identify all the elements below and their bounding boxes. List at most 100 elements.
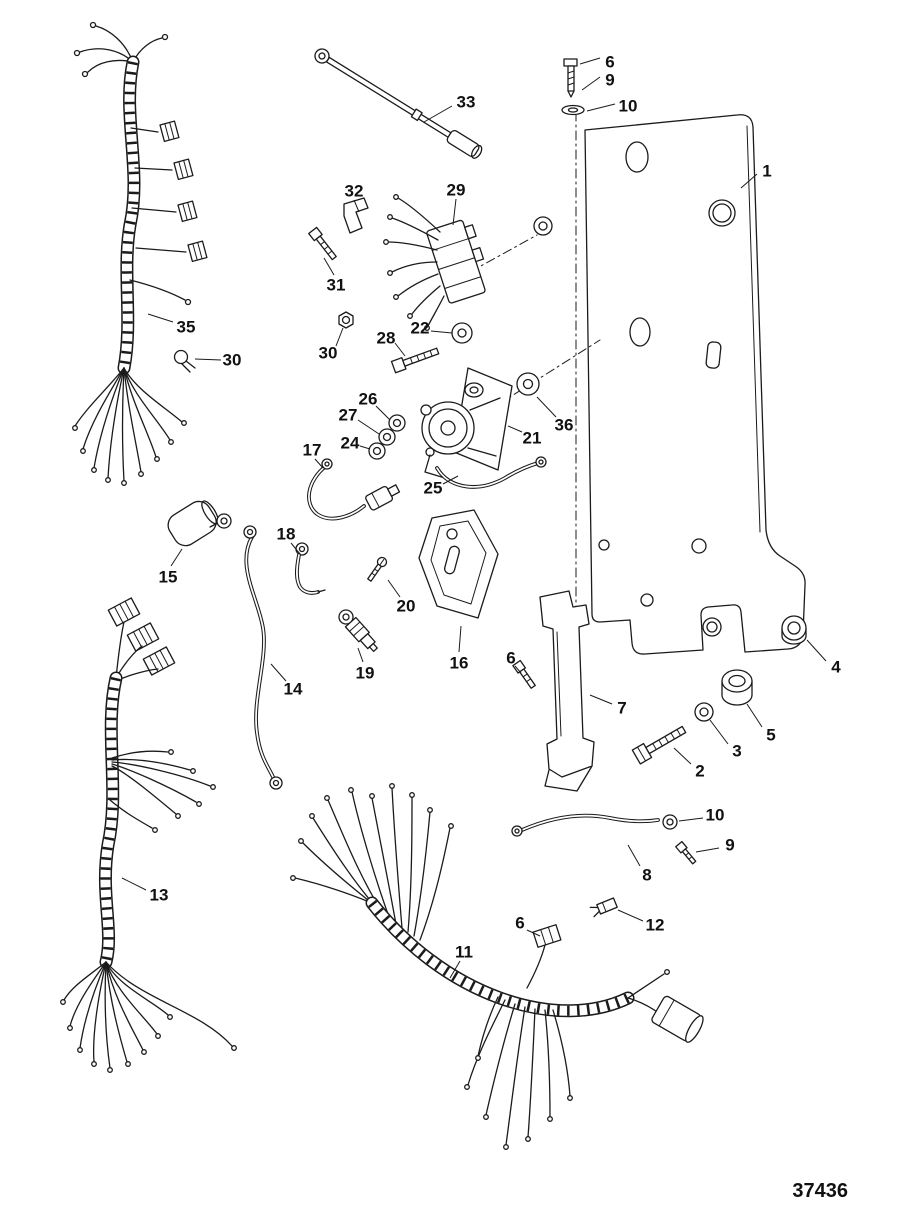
part-8-wire	[511, 813, 660, 837]
leader-line-9	[581, 76, 601, 91]
callout-label-18: 18	[277, 525, 296, 544]
leader-line-35	[147, 313, 174, 323]
callout-label-32: 32	[345, 182, 364, 201]
part-19-connector	[338, 609, 378, 653]
callout-label-5: 5	[766, 726, 775, 745]
part-35-harness	[72, 21, 208, 486]
part-1-mounting-plate	[449, 111, 806, 669]
callout-label-9: 9	[605, 71, 614, 90]
leader-line-25	[442, 475, 459, 485]
leader-line-29	[452, 198, 457, 226]
part-28-bolt	[390, 347, 440, 374]
callout-label-16: 16	[450, 654, 469, 673]
part-6-screw-cover	[512, 659, 536, 689]
leader-line-19	[357, 647, 364, 663]
callout-label-26: 26	[359, 390, 378, 409]
leader-line-12	[617, 909, 644, 922]
callout-label-12: 12	[646, 916, 665, 935]
leader-line-4	[806, 639, 827, 662]
callout-label-7: 7	[617, 699, 626, 718]
leader-line-3	[709, 719, 729, 745]
leader-line-22	[430, 330, 453, 334]
leader-line-2	[673, 747, 692, 765]
callout-label-15: 15	[159, 568, 178, 587]
callout-label-8: 8	[642, 866, 651, 885]
part-33-cable	[314, 48, 483, 159]
callout-label-17: 17	[303, 441, 322, 460]
part-15-boot	[167, 500, 232, 547]
callout-label-14: 14	[284, 680, 303, 699]
part-3-washer	[694, 702, 714, 722]
callout-label-31: 31	[327, 276, 346, 295]
callout-label-13: 13	[150, 886, 169, 905]
callout-label-27: 27	[339, 406, 358, 425]
part-29-connector-block	[383, 194, 486, 331]
leader-line-24	[359, 445, 371, 450]
part-31-bolt	[308, 226, 337, 261]
part-18-terminal	[294, 542, 326, 595]
callout-label-29: 29	[447, 181, 466, 200]
callout-label-2: 2	[695, 762, 704, 781]
callout-label-25: 25	[424, 479, 443, 498]
callout-label-35: 35	[177, 318, 196, 337]
leader-line-30	[335, 327, 344, 347]
leader-line-16	[458, 625, 462, 653]
leader-line-5	[746, 703, 763, 728]
part-22-washer	[451, 322, 473, 344]
part-14-wire	[243, 525, 283, 790]
callout-label-6: 6	[506, 649, 515, 668]
part-9-screw-lower	[675, 840, 697, 865]
callout-label-3: 3	[732, 742, 741, 761]
part-17-wire	[307, 458, 401, 521]
callout-label-6: 6	[515, 914, 524, 933]
callout-label-10: 10	[619, 97, 638, 116]
callout-label-36: 36	[555, 416, 574, 435]
callout-label-24: 24	[341, 434, 360, 453]
part-30-nut	[338, 311, 354, 329]
leader-line-15	[170, 548, 183, 567]
leader-line-14	[270, 663, 287, 682]
callout-label-19: 19	[356, 664, 375, 683]
callout-label-21: 21	[523, 429, 542, 448]
leader-line-21	[507, 425, 523, 433]
callout-label-28: 28	[377, 329, 396, 348]
washers-24-26-27	[368, 414, 406, 460]
leader-line-26	[375, 405, 391, 421]
leader-line-13	[121, 877, 147, 891]
leader-line-31	[323, 257, 335, 276]
leader-line-6	[526, 929, 541, 937]
part-2-bolt	[631, 725, 687, 765]
callout-label-20: 20	[397, 597, 416, 616]
part-6-connector-harness	[526, 924, 562, 989]
callout-label-4: 4	[831, 658, 841, 677]
part-25-wire	[435, 456, 547, 489]
leader-line-9	[695, 847, 720, 853]
callout-label-30: 30	[223, 351, 242, 370]
leader-line-28	[394, 342, 406, 357]
part-16-bracket	[418, 509, 499, 619]
leader-line-18	[290, 542, 301, 555]
leader-line-27	[357, 419, 380, 435]
leader-line-6	[579, 57, 601, 65]
part-10-washer-top	[561, 104, 585, 116]
callout-label-33: 33	[457, 93, 476, 112]
leader-line-36	[536, 396, 557, 418]
callout-label-10: 10	[706, 806, 725, 825]
leader-line-17	[314, 458, 324, 469]
part-5-grommet	[721, 669, 753, 706]
leader-line-20	[387, 579, 401, 598]
part-12-clip	[589, 897, 618, 918]
callout-label-1: 1	[762, 162, 771, 181]
part-6-screw-top	[563, 58, 578, 98]
leader-line-11	[449, 960, 461, 979]
leader-line-33	[423, 105, 453, 123]
callout-label-22: 22	[411, 319, 430, 338]
callout-label-9: 9	[725, 836, 734, 855]
callout-label-30: 30	[319, 344, 338, 363]
part-4-grommet	[781, 615, 807, 645]
leader-line-32	[353, 199, 360, 213]
part-20-screw	[367, 556, 388, 582]
callout-label-6: 6	[605, 53, 614, 72]
